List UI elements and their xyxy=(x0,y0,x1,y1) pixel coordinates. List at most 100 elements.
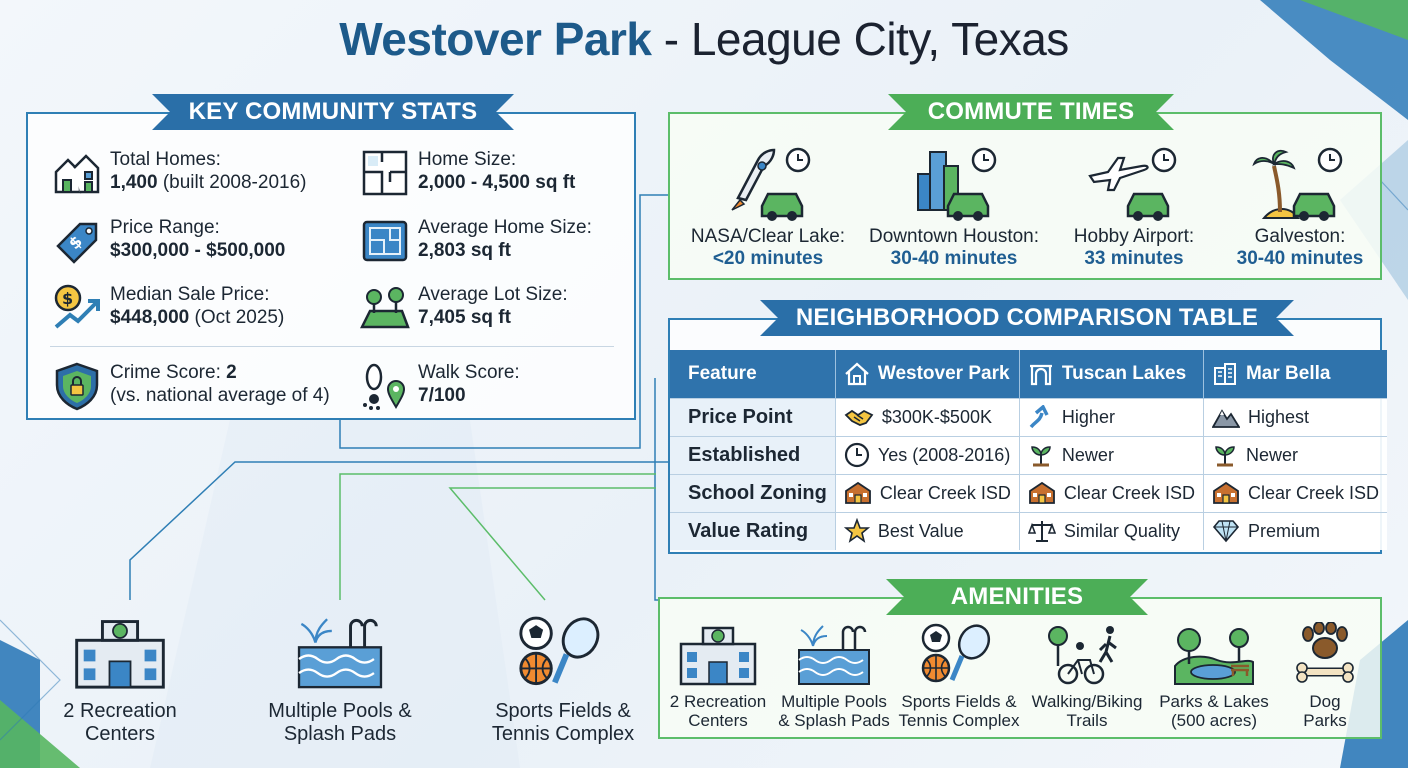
stat-label: Price Range: xyxy=(110,217,220,238)
stats-heading: KEY COMMUNITY STATS xyxy=(152,94,514,130)
feature-cell: Established xyxy=(670,435,836,474)
amenity-label-line2: Trails xyxy=(1066,711,1108,730)
recreation-center-icon xyxy=(679,626,757,686)
amenity-label-line2: Parks xyxy=(1303,711,1347,730)
commute-destination: Downtown Houston: xyxy=(868,226,1040,247)
featured-label-line1: Multiple Pools & xyxy=(268,700,412,722)
houses-icon xyxy=(54,154,100,194)
svg-text:$: $ xyxy=(62,289,73,308)
clock-icon xyxy=(844,442,869,468)
feature-cell: School Zoning xyxy=(670,473,836,512)
arrow-up-icon xyxy=(1029,405,1049,429)
featured-label-line2: Splash Pads xyxy=(283,723,397,745)
stat-label: Total Homes: xyxy=(110,149,221,170)
featured-label-line1: 2 Recreation xyxy=(63,700,177,722)
cell-text: Newer xyxy=(1245,444,1298,465)
stat-value: 7/100 xyxy=(418,385,466,406)
sprout-icon xyxy=(1215,446,1235,467)
school-icon xyxy=(1029,481,1055,504)
table-cell: Higher xyxy=(1019,397,1204,436)
table-cell: Best Value xyxy=(835,511,1020,550)
table-cell: Similar Quality xyxy=(1019,511,1204,550)
pool-icon xyxy=(798,625,870,685)
page-title: Westover Park - League City, Texas xyxy=(0,12,1408,66)
amenity-label-line2: & Splash Pads xyxy=(778,711,890,730)
stat-value: 7,405 sq ft xyxy=(418,307,511,328)
table-row: Value Rating Best Value Similar Quality … xyxy=(670,511,1388,550)
cell-text: Clear Creek ISD xyxy=(1247,482,1380,503)
commute-time: 30-40 minutes xyxy=(1236,248,1364,269)
shield-lock-icon xyxy=(55,362,99,411)
commute-destination: Galveston: xyxy=(1254,226,1346,247)
rocket-car-icon xyxy=(731,147,811,221)
stat-value: $448,000 xyxy=(110,307,190,328)
table-cell: Premium xyxy=(1203,511,1388,550)
stat-value: 2,000 - 4,500 sq ft xyxy=(418,172,576,193)
scales-icon xyxy=(1027,521,1056,543)
cell-text: Newer xyxy=(1061,444,1114,465)
coin-growth-icon: $ xyxy=(54,284,100,329)
cell-text: Best Value xyxy=(877,520,964,541)
stat-average-home-size: Average Home Size:2,803 sq ft xyxy=(360,216,592,266)
cell-text: Yes (2008-2016) xyxy=(877,444,1011,465)
stat-label: Median Sale Price: xyxy=(110,284,270,305)
commute-heading: COMMUTE TIMES xyxy=(888,94,1174,130)
footprint-pin-icon xyxy=(363,363,406,410)
comparison-heading: NEIGHBORHOOD COMPARISON TABLE xyxy=(760,300,1294,336)
stat-value: 2 xyxy=(226,362,237,383)
stat-crime-score: Crime Score: 2(vs. national average of 4… xyxy=(52,361,330,411)
table-cell: Clear Creek ISD xyxy=(1019,473,1204,512)
stat-extra: (built 2008-2016) xyxy=(157,172,307,193)
school-icon xyxy=(1213,481,1239,504)
amenities-heading: AMENITIES xyxy=(886,579,1148,615)
amenity-parks-lakes: Parks & Lakes(500 acres) xyxy=(1158,622,1270,730)
table-row: School Zoning Clear Creek ISD Clear Cree… xyxy=(670,473,1388,512)
price-tag-icon: $ xyxy=(56,222,98,264)
amenity-label-line2: Tennis Complex xyxy=(898,711,1020,730)
handshake-icon xyxy=(844,409,874,426)
stat-total-homes: Total Homes:1,400 (built 2008-2016) xyxy=(52,148,306,198)
commute-time: <20 minutes xyxy=(712,248,824,269)
feature-cell: Price Point xyxy=(670,397,836,436)
commute-galveston: Galveston: 30-40 minutes xyxy=(1210,146,1390,270)
building-icon xyxy=(1213,362,1236,385)
sports-balls-icon xyxy=(921,623,991,683)
table-cell: Highest xyxy=(1203,397,1388,436)
table-row: Price Point $300K-$500K Higher Highest xyxy=(670,397,1388,436)
table-cell: Clear Creek ISD xyxy=(835,473,1020,512)
featured-label-line1: Sports Fields & xyxy=(495,700,631,722)
table-cell: $300K-$500K xyxy=(835,397,1020,436)
stat-median-sale-price: $ Median Sale Price:$448,000 (Oct 2025) xyxy=(52,283,284,333)
stat-walk-score: Walk Score:7/100 xyxy=(360,361,520,411)
featured-sports: Sports Fields &Tennis Complex xyxy=(480,614,646,746)
diamond-icon xyxy=(1212,520,1240,543)
blueprint-icon xyxy=(362,220,408,262)
cell-text: $300K-$500K xyxy=(881,406,992,427)
stat-price-range: $ Price Range:$300,000 - $500,000 xyxy=(52,216,285,266)
stat-home-size: Home Size:2,000 - 4,500 sq ft xyxy=(360,148,575,198)
cell-text: Higher xyxy=(1061,406,1115,427)
amenity-label-line1: Walking/Biking xyxy=(1031,692,1143,711)
archway-icon xyxy=(1029,364,1052,385)
cell-text: Similar Quality xyxy=(1063,520,1180,541)
mountain-icon xyxy=(1211,409,1240,428)
title-community: Westover Park xyxy=(339,13,652,65)
pool-icon xyxy=(297,618,383,689)
table-cell: Yes (2008-2016) xyxy=(835,435,1020,474)
amenity-label-line1: Multiple Pools xyxy=(781,692,887,711)
plane-car-icon xyxy=(1088,147,1177,221)
column-header-label: Tuscan Lakes xyxy=(1061,362,1187,384)
dog-paw-icon xyxy=(1296,622,1354,683)
column-header: Westover Park xyxy=(835,350,1020,398)
commute-destination: NASA/Clear Lake: xyxy=(690,226,846,247)
stat-label: Average Lot Size: xyxy=(418,284,568,305)
school-icon xyxy=(844,481,871,504)
house-icon xyxy=(845,362,869,385)
feature-cell: Value Rating xyxy=(670,511,836,550)
cell-text: Clear Creek ISD xyxy=(879,482,1011,503)
stats-divider xyxy=(50,346,614,347)
